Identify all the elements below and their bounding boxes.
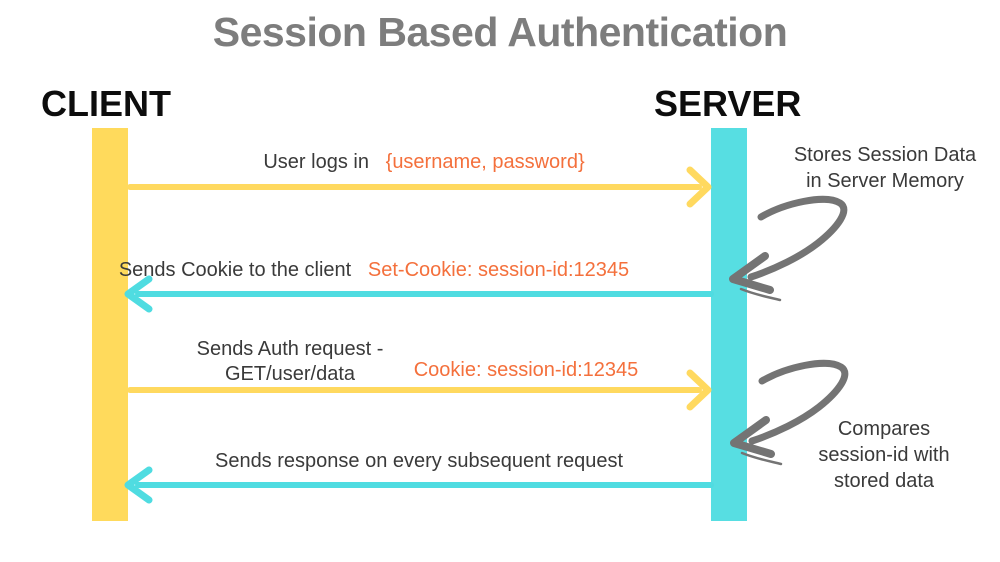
client-lifeline-bar (92, 128, 128, 521)
curved-annotation-arrow-icon (729, 195, 848, 302)
message-text-line1: Sends Auth request - (196, 338, 384, 360)
diagram-title: Session Based Authentication (212, 9, 788, 55)
arrowhead-right-icon (686, 166, 712, 208)
message-label-auth-request: Sends Auth request - GET/user/data (197, 337, 384, 387)
message-text: Sends response on every subsequent reque… (214, 450, 624, 472)
actor-label-server: SERVER (654, 83, 802, 124)
swoosh-underline (739, 287, 782, 302)
message-code-auth-request: Cookie: session-id:12345 (414, 359, 639, 382)
server-lifeline-bar (711, 128, 747, 521)
note-compares-session-id: Compares session-id with stored data (818, 416, 949, 494)
arrowhead-right-icon (686, 369, 712, 411)
message-label-send-response: Sends response on every subsequent reque… (215, 450, 623, 473)
message-code: Set-Cookie: session-id:12345 (367, 259, 630, 281)
message-code: {username, password} (385, 151, 585, 173)
message-label-send-cookie: Sends Cookie to the client Set-Cookie: s… (119, 259, 629, 282)
note-line: session-id with (818, 444, 950, 466)
message-code: Cookie: session-id:12345 (413, 359, 639, 381)
note-stores-session-data: Stores Session Data in Server Memory (794, 142, 976, 194)
arrow-send-cookie (124, 275, 714, 313)
message-label-user-login: User logs in {username, password} (263, 151, 584, 174)
arrowhead-left-icon (124, 466, 153, 504)
message-text: User logs in (263, 151, 369, 173)
swoosh-arrowhead (729, 252, 774, 294)
swoosh-curve (747, 195, 848, 281)
message-text: Sends Cookie to the client (118, 259, 352, 281)
note-line: Compares (837, 418, 931, 440)
note-line: Stores Session Data (793, 144, 977, 166)
arrow-user-login (127, 166, 712, 208)
actor-label-client: CLIENT (41, 83, 171, 124)
arrow-auth-request (127, 369, 712, 411)
note-line: in Server Memory (806, 170, 964, 192)
message-text-line2: GET/user/data (224, 363, 356, 385)
note-line: stored data (833, 470, 935, 492)
arrowhead-left-icon (124, 275, 153, 313)
arrow-send-response (124, 466, 714, 504)
